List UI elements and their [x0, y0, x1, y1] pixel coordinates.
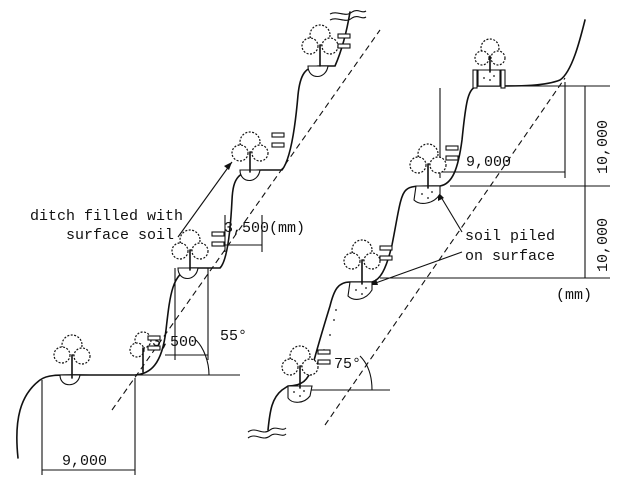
right-angle-label: 75° [334, 356, 361, 373]
ditch [177, 267, 199, 280]
right-soil-piles [287, 69, 501, 403]
left-slope-profile [16, 11, 351, 459]
ditch-label-line2: surface soil [66, 227, 174, 244]
left-top-break-mark [329, 10, 367, 15]
tree-icon [474, 38, 506, 73]
right-bottom-break-mark [247, 427, 287, 433]
upper-berm-dim-label: 3,500(mm) [224, 220, 305, 237]
right-trees [281, 38, 506, 389]
soil-pile [347, 281, 373, 300]
height-upper-dim-label: 10,000 [595, 120, 612, 174]
base-width-dim-label: 9,000 [62, 453, 107, 470]
left-angle-arc [195, 339, 210, 376]
soil-pile [477, 69, 501, 87]
right-stakes [317, 69, 506, 365]
soil-label-line1: soil piled [465, 228, 555, 245]
right-slope: 75° 9,000 10,000 10,000 (mm) soil piled … [247, 19, 612, 439]
tree-icon [281, 345, 319, 389]
right-original-ground-line [324, 77, 566, 426]
ditch-leader-line [177, 161, 233, 238]
soil-pile [287, 385, 313, 403]
left-angle-label: 55° [220, 328, 247, 345]
top-width-dim-label: 9,000 [466, 154, 511, 171]
left-original-ground-line [111, 29, 381, 411]
left-trees [53, 24, 339, 379]
tree-icon [409, 143, 447, 189]
ditch [239, 169, 261, 182]
soil-leader-line-2 [369, 251, 463, 286]
tree-icon [171, 229, 209, 271]
ditch [59, 374, 81, 386]
ditch-arrow-head [224, 162, 232, 170]
tree-icon [231, 131, 269, 173]
units-label: (mm) [556, 287, 592, 304]
tree-icon [343, 239, 381, 285]
tree-icon [301, 24, 339, 67]
soil-pile [413, 185, 441, 204]
left-stakes [147, 33, 351, 351]
soil-label-line2: on surface [465, 248, 555, 265]
left-ditches [59, 65, 329, 386]
ditch [307, 65, 329, 78]
left-slope: 3,500(mm) 3,500 55° 9,000 ditch filled w… [16, 10, 381, 475]
ditch-label-line1: ditch filled with [30, 208, 183, 225]
lower-berm-dim-label: 3,500 [152, 334, 197, 351]
tree-icon [53, 334, 91, 379]
height-lower-dim-label: 10,000 [595, 218, 612, 272]
right-angle-arc [359, 355, 373, 391]
